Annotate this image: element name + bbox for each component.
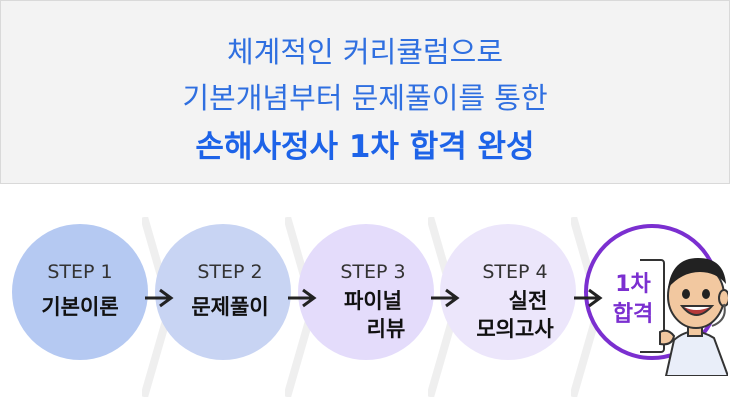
step-3-name-line-1: 파이널 — [344, 289, 402, 313]
final-pass-line-2: 합격 — [612, 302, 654, 327]
step-2-name: 문제풀이 — [191, 295, 269, 319]
step-1-name: 기본이론 — [41, 295, 119, 319]
final-pass-text: 1차 합격 — [598, 270, 668, 330]
step-2-label: STEP 2 — [197, 261, 263, 283]
step-3-circle — [298, 224, 434, 360]
arrow-right-icon — [145, 288, 174, 308]
step-3-name-line-2: 리뷰 — [366, 317, 406, 341]
arrow-right-icon — [288, 288, 317, 308]
final-pass-line-1: 1차 — [615, 272, 651, 297]
arrow-right-icon — [574, 288, 603, 308]
step-1-circle — [12, 224, 148, 360]
headline-line-2: 기본개념부터 문제풀이를 통한 — [182, 81, 548, 115]
step-4-circle — [440, 224, 576, 360]
step-4-label: STEP 4 — [482, 261, 548, 283]
cheering-person-icon — [640, 258, 728, 376]
headline-line-3: 손해사정사 1차 합격 완성 — [195, 129, 535, 165]
step-2-circle — [155, 224, 291, 360]
step-1-label: STEP 1 — [47, 261, 113, 283]
headline-line-1: 체계적인 커리큘럼으로 — [226, 35, 504, 69]
steps-flow: STEP 1 기본이론 STEP 2 문제풀이 STEP 3 파이널 리뷰 ST… — [0, 200, 730, 420]
headline-box: 체계적인 커리큘럼으로 기본개념부터 문제풀이를 통한 손해사정사 1차 합격 … — [0, 0, 730, 184]
step-4-name-line-1: 실전 — [508, 289, 548, 313]
step-4-name-line-2: 모의고사 — [476, 317, 554, 341]
arrow-right-icon — [431, 288, 460, 308]
step-3-label: STEP 3 — [340, 261, 406, 283]
